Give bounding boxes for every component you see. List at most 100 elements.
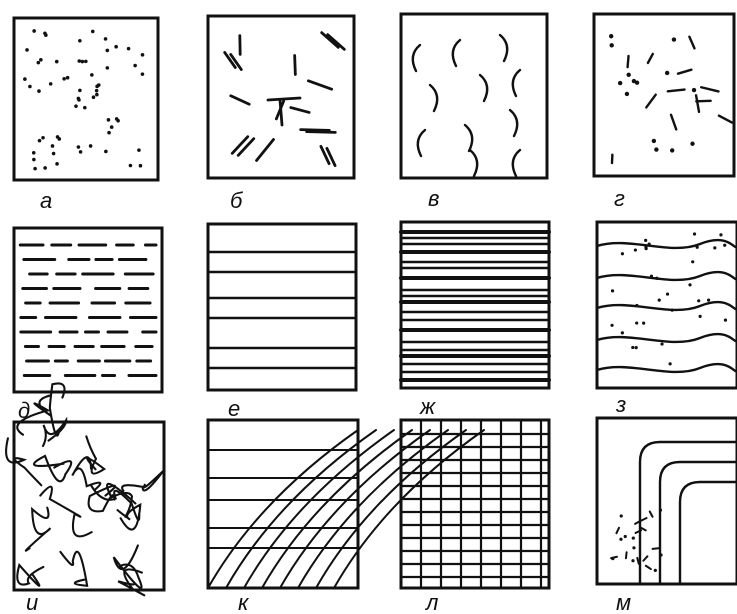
- texture-dash: [678, 70, 691, 74]
- texture-dot: [37, 61, 41, 65]
- texture-dot: [724, 319, 727, 322]
- panel-zh: ж: [401, 222, 549, 419]
- texture-inclusion-dash: [653, 548, 659, 549]
- texture-dot: [77, 97, 81, 101]
- panel-zh-label: ж: [419, 394, 436, 419]
- texture-dot: [654, 147, 658, 151]
- texture-dot: [654, 569, 657, 572]
- texture-dash: [648, 54, 653, 63]
- texture-dot: [62, 77, 66, 81]
- texture-dot: [631, 559, 634, 562]
- texture-fiber: [86, 436, 104, 473]
- texture-dot: [635, 304, 638, 307]
- texture-dot: [632, 546, 635, 549]
- panel-m-label: м: [616, 590, 631, 614]
- panel-m: м: [597, 418, 737, 614]
- texture-dot: [55, 162, 59, 166]
- panel-b: б: [208, 16, 354, 213]
- texture-dot: [137, 148, 141, 152]
- panel-b-label: б: [230, 188, 244, 213]
- texture-fiber: [122, 471, 163, 491]
- panel-a-label: а: [40, 188, 52, 213]
- panel-l-pattern: [401, 420, 549, 588]
- texture-dot: [635, 346, 638, 349]
- panel-l-frame: [401, 420, 549, 588]
- panel-i-label: и: [26, 590, 38, 614]
- texture-dot: [690, 142, 694, 146]
- texture-dot: [43, 166, 47, 170]
- panel-l-label: л: [424, 590, 438, 614]
- texture-bar: [231, 96, 249, 104]
- texture-bar: [257, 140, 274, 161]
- texture-dot: [642, 321, 645, 324]
- texture-dot: [660, 342, 663, 345]
- texture-dot: [23, 77, 27, 81]
- texture-wave: [597, 302, 737, 310]
- texture-wave: [597, 334, 737, 342]
- panel-v-label: в: [428, 186, 439, 211]
- texture-dot: [28, 85, 32, 89]
- texture-dot: [665, 71, 669, 75]
- panel-d: д: [14, 228, 162, 423]
- panel-z-pattern: [597, 232, 737, 372]
- panel-d-pattern: [20, 245, 156, 376]
- texture-dot: [611, 557, 614, 560]
- panel-m-pattern: [611, 442, 737, 584]
- panel-g-label: г: [614, 186, 625, 211]
- texture-inclusion-dash: [641, 518, 646, 521]
- texture-bar: [301, 130, 330, 131]
- texture-dot: [133, 64, 137, 68]
- texture-arc: [510, 110, 517, 136]
- texture-dot: [139, 164, 143, 168]
- texture-dot: [104, 150, 108, 154]
- texture-dot: [670, 148, 674, 152]
- texture-dash: [696, 95, 699, 112]
- panel-g-pattern: [609, 34, 732, 163]
- texture-dot: [52, 152, 56, 156]
- texture-dot: [650, 275, 653, 278]
- texture-dash: [646, 95, 655, 108]
- texture-dot: [652, 139, 656, 143]
- texture-dot: [621, 331, 624, 334]
- texture-dot: [611, 289, 614, 292]
- texture-dot: [97, 83, 101, 87]
- texture-dot: [666, 292, 669, 295]
- texture-dot: [37, 89, 41, 93]
- texture-dot: [626, 73, 630, 77]
- texture-arc: [413, 45, 420, 71]
- texture-dot: [39, 58, 43, 62]
- texture-dot: [78, 39, 82, 43]
- panel-g-frame: [594, 14, 734, 176]
- texture-arc: [453, 40, 460, 66]
- texture-dot: [659, 553, 662, 556]
- texture-inclusion-dash: [626, 552, 627, 558]
- texture-bar: [291, 108, 309, 113]
- texture-dot: [719, 233, 722, 236]
- texture-dot: [33, 167, 37, 171]
- texture-dot: [114, 45, 118, 49]
- panel-e-pattern: [208, 252, 356, 368]
- panel-zh-pattern: [401, 232, 549, 380]
- texture-dot: [655, 277, 658, 280]
- texture-dot: [618, 81, 622, 85]
- texture-arc: [470, 150, 477, 176]
- texture-fiber: [26, 508, 51, 551]
- texture-dash: [719, 116, 732, 123]
- texture-dot: [699, 315, 702, 318]
- panel-k-frame: [208, 420, 358, 588]
- texture-wave: [597, 272, 737, 280]
- texture-fiber: [17, 565, 43, 586]
- texture-dot: [609, 34, 613, 38]
- texture-dot: [697, 299, 700, 302]
- texture-dot: [620, 514, 623, 517]
- panel-a: а: [14, 18, 158, 213]
- texture-dot: [713, 246, 716, 249]
- texture-dot: [83, 106, 87, 110]
- texture-dot: [43, 32, 47, 36]
- texture-dot: [115, 117, 119, 121]
- texture-dot: [692, 88, 696, 92]
- panel-v: в: [401, 14, 547, 211]
- texture-fiber: [60, 552, 87, 586]
- texture-dot: [621, 252, 624, 255]
- texture-dot: [81, 60, 85, 64]
